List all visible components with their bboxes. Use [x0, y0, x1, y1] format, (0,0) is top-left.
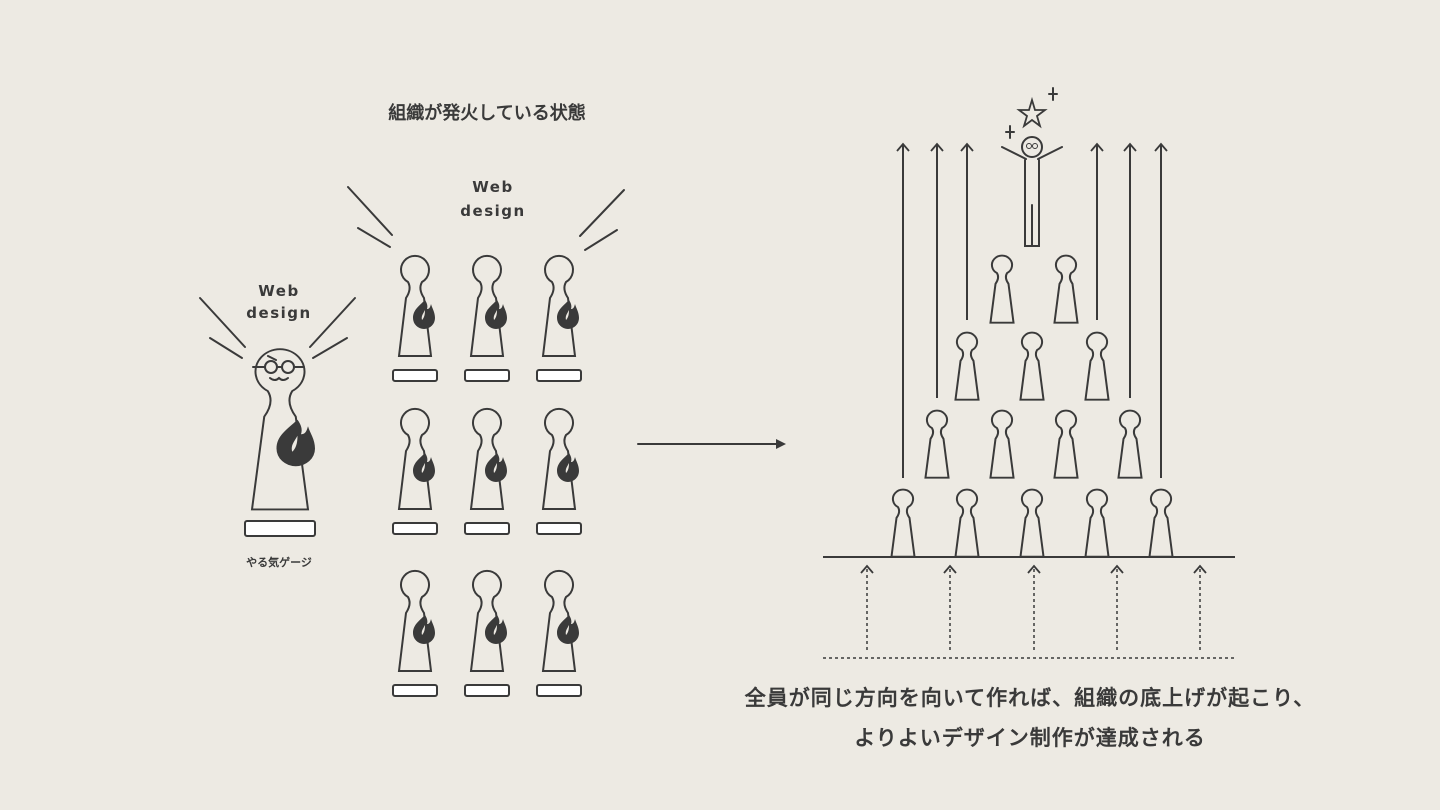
web-label-line2: design — [460, 202, 525, 220]
conclusion-line2: よりよいデザイン制作が達成される — [854, 726, 1206, 750]
support-arrow — [1193, 564, 1207, 650]
burning-member — [470, 407, 507, 510]
support-arrow — [860, 564, 874, 650]
motivation-gauge — [464, 369, 510, 382]
upward-arrow — [896, 142, 910, 478]
single-designer — [250, 348, 315, 511]
flame-icon — [557, 300, 579, 329]
flame-icon — [557, 615, 579, 644]
team-member — [1053, 409, 1079, 479]
motivation-gauge — [536, 684, 582, 697]
flame-icon — [413, 453, 435, 482]
burning-member — [398, 569, 435, 672]
transition-arrow — [637, 439, 786, 449]
flame-icon — [557, 453, 579, 482]
support-arrow — [943, 564, 957, 650]
support-arrow — [1110, 564, 1124, 650]
burning-member — [470, 569, 507, 672]
motivation-gauge — [244, 520, 316, 537]
burning-member — [542, 569, 579, 672]
title: 組織が発火している状態 — [388, 102, 585, 124]
team-member — [1148, 488, 1174, 558]
motivation-gauge-label: やる気ゲージ — [246, 555, 312, 569]
motivation-gauge — [536, 522, 582, 535]
team-member — [954, 331, 980, 401]
motivation-gauge — [464, 522, 510, 535]
upward-arrow — [1154, 142, 1168, 478]
team-member — [1084, 331, 1110, 401]
flame-icon — [413, 300, 435, 329]
support-arrow — [1027, 564, 1041, 650]
burning-member — [398, 407, 435, 510]
burning-member — [398, 254, 435, 357]
team-member — [1019, 331, 1045, 401]
flame-icon — [276, 419, 315, 467]
star-icon — [1005, 87, 1058, 139]
conclusion-line1: 全員が同じ方向を向いて作れば、組織の底上げが起こり、 — [744, 686, 1316, 710]
team-member — [1053, 254, 1079, 324]
glasses-mustache-face — [252, 355, 305, 381]
flame-icon — [485, 453, 507, 482]
team-member — [989, 254, 1015, 324]
burning-member — [542, 407, 579, 510]
motivation-gauge — [536, 369, 582, 382]
upward-arrow — [930, 142, 944, 398]
burning-member — [542, 254, 579, 357]
single-web-label-line1: Web — [258, 282, 299, 300]
flame-icon — [413, 615, 435, 644]
team-member — [1117, 409, 1143, 479]
flame-icon — [485, 300, 507, 329]
team-member — [1084, 488, 1110, 558]
motivation-gauge — [464, 684, 510, 697]
team-member — [989, 409, 1015, 479]
flame-icon — [485, 615, 507, 644]
upward-arrow — [1123, 142, 1137, 398]
single-web-label-line2: design — [246, 304, 311, 322]
team-member — [1019, 488, 1045, 558]
team-member — [954, 488, 980, 558]
leader-figure — [1001, 136, 1063, 247]
web-label-line1: Web — [472, 178, 513, 196]
emphasis-rays — [199, 186, 625, 359]
motivation-gauge — [392, 522, 438, 535]
motivation-gauge — [392, 684, 438, 697]
burning-member — [470, 254, 507, 357]
upward-arrow — [1090, 142, 1104, 320]
team-member — [890, 488, 916, 558]
motivation-gauge — [392, 369, 438, 382]
team-member — [924, 409, 950, 479]
upward-arrow — [960, 142, 974, 320]
